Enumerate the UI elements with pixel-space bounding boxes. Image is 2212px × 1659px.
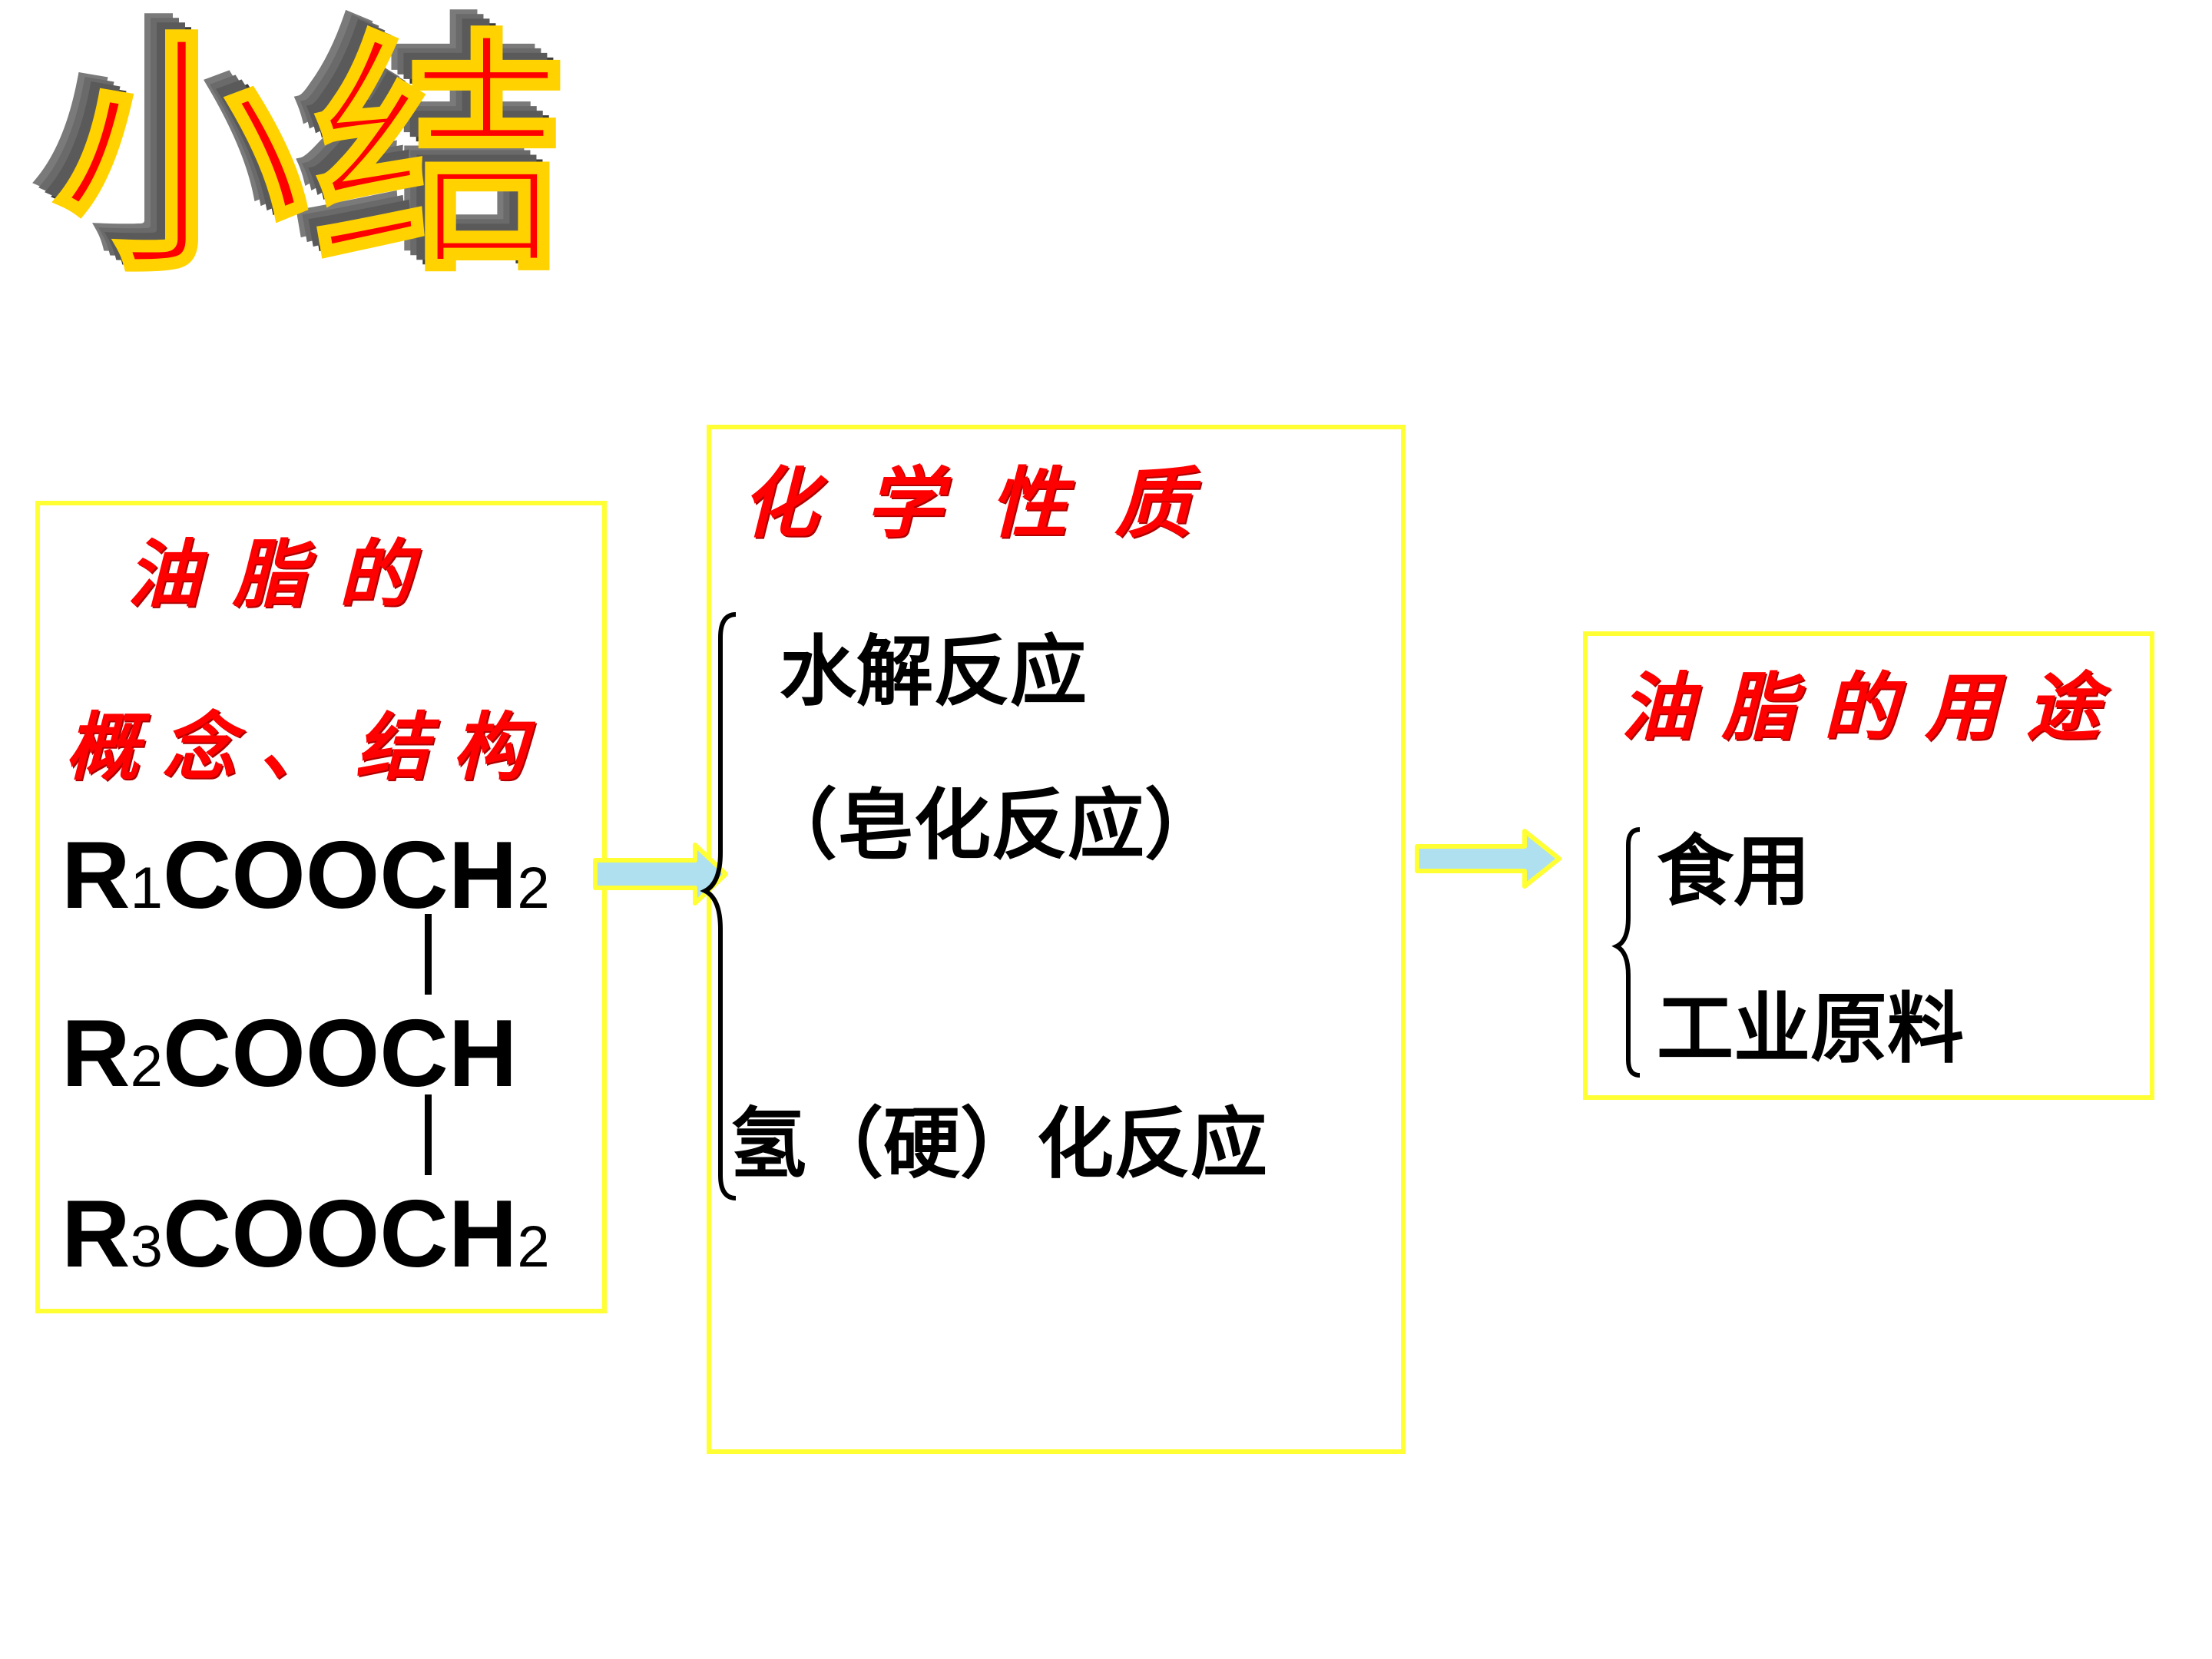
concept-heading-line2: 概念、结构 xyxy=(65,704,549,790)
chemical-properties-heading: 化学性质 xyxy=(741,458,1239,548)
formula-r: R xyxy=(61,823,131,929)
usage-item-industrial: 工业原料 xyxy=(1657,984,1964,1074)
concept-heading-line1: 油脂的 xyxy=(127,531,445,618)
formula-r: R xyxy=(61,1001,131,1107)
usage-heading: 油脂的用途 xyxy=(1621,664,2128,750)
property-item-saponification: （皂化反应） xyxy=(760,780,1221,870)
concept-structure-box xyxy=(35,501,607,1313)
formula-row-1: R1COOCH2 xyxy=(61,828,550,923)
left-brace-icon xyxy=(1611,827,1641,1078)
formula-subscript: 2 xyxy=(517,856,550,921)
arrow-right-icon xyxy=(593,843,728,906)
formula-group: COOCH xyxy=(162,823,518,929)
bond-line xyxy=(425,914,432,995)
formula-subscript: 1 xyxy=(130,856,163,921)
usage-item-food: 食用 xyxy=(1657,826,1810,916)
formula-row-2: R2COOCH xyxy=(61,1006,517,1101)
slide-title: 小结 xyxy=(51,10,576,305)
chemical-properties-box xyxy=(707,425,1406,1454)
formula-group: COOCH xyxy=(162,1001,518,1107)
formula-subscript: 2 xyxy=(130,1034,163,1099)
formula-group: COOCH xyxy=(162,1181,518,1287)
left-brace-icon xyxy=(700,612,737,1200)
usage-box xyxy=(1583,631,2154,1100)
property-item-hydrolysis: 水解反应 xyxy=(780,627,1087,717)
formula-subscript: 3 xyxy=(130,1214,163,1280)
formula-subscript: 2 xyxy=(517,1214,550,1280)
bond-line xyxy=(425,1094,432,1175)
property-item-hydrogenation: 氢（硬）化反应 xyxy=(730,1099,1267,1189)
formula-row-3: R3COOCH2 xyxy=(61,1187,550,1282)
formula-r: R xyxy=(61,1181,131,1287)
arrow-right-icon xyxy=(1415,829,1561,889)
